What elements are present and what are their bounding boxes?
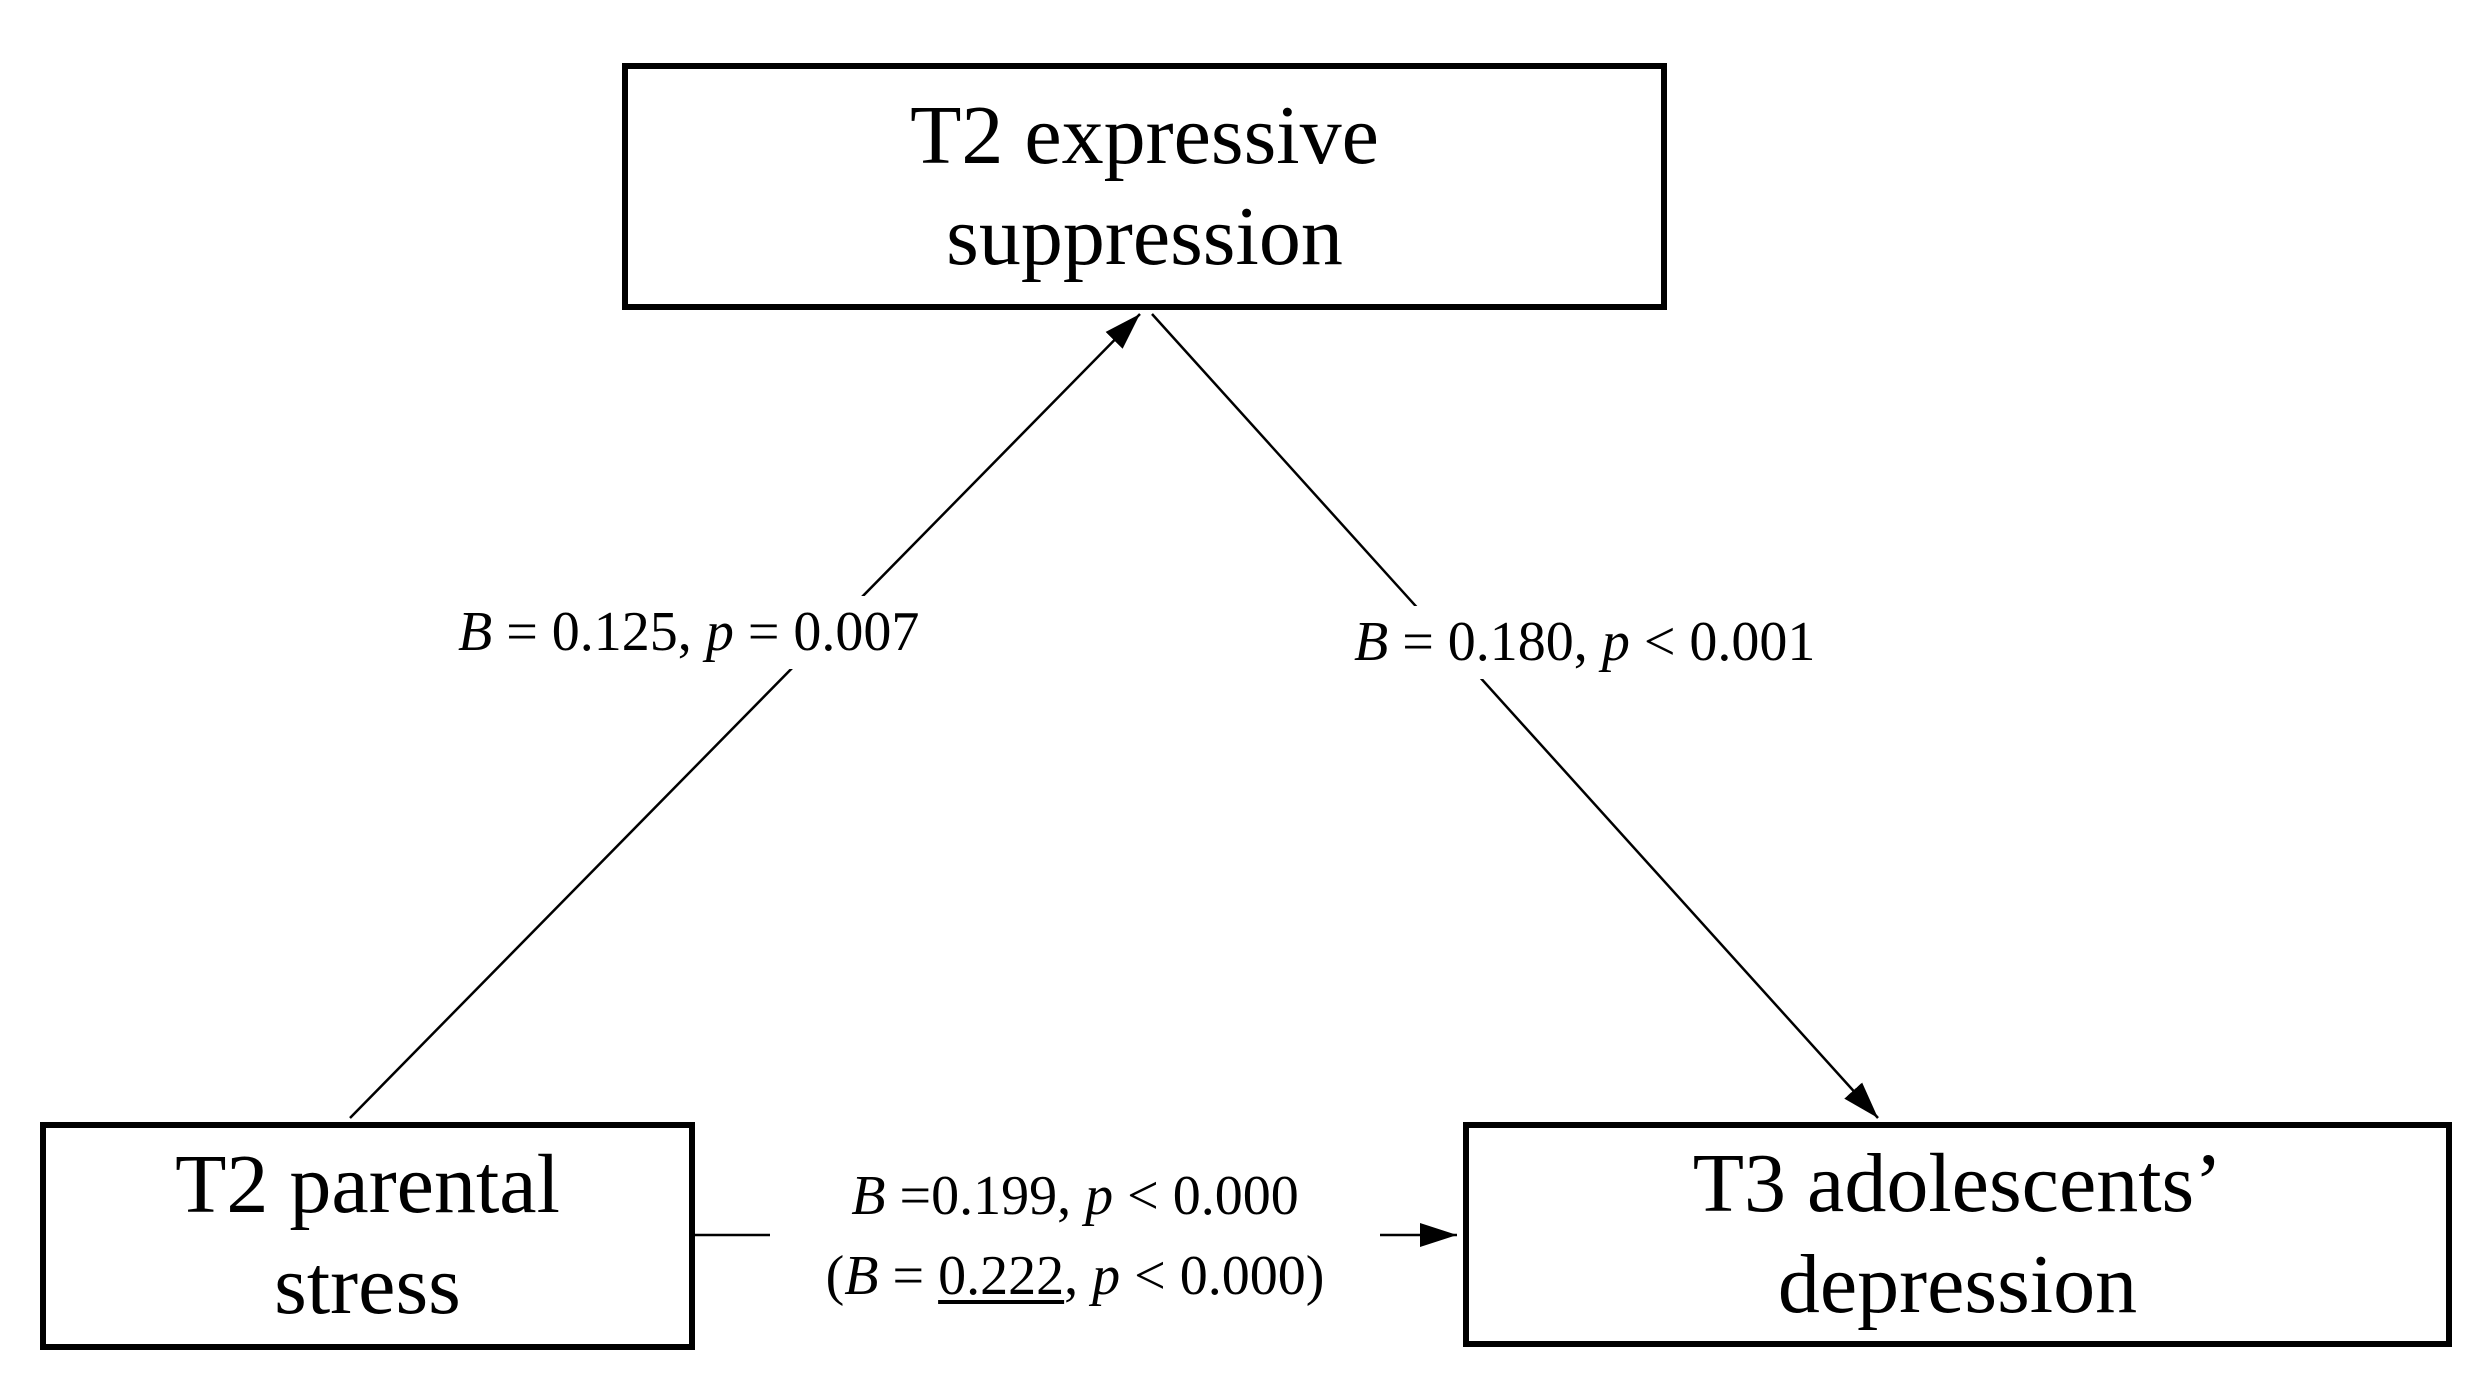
node-adolescents-depression-label: T3 adolescents’depression (1692, 1136, 2223, 1331)
path-a-arrow (349, 313, 1141, 1119)
path-c-direct-effect-label: B =0.199, p < 0.000 (851, 1165, 1299, 1227)
path-c-coefficient-label: B =0.199, p < 0.000 (B = 0.222, p < 0.00… (770, 1156, 1380, 1316)
path-c-total-effect-label: (B = 0.222, p < 0.000) (825, 1245, 1325, 1307)
path-b-coefficient-label: B = 0.180, p < 0.001 (1344, 606, 1826, 679)
path-b-arrow (1151, 313, 1879, 1119)
node-adolescents-depression: T3 adolescents’depression (1463, 1122, 2452, 1347)
path-a-coefficient-label: B = 0.125, p = 0.007 (448, 596, 930, 669)
